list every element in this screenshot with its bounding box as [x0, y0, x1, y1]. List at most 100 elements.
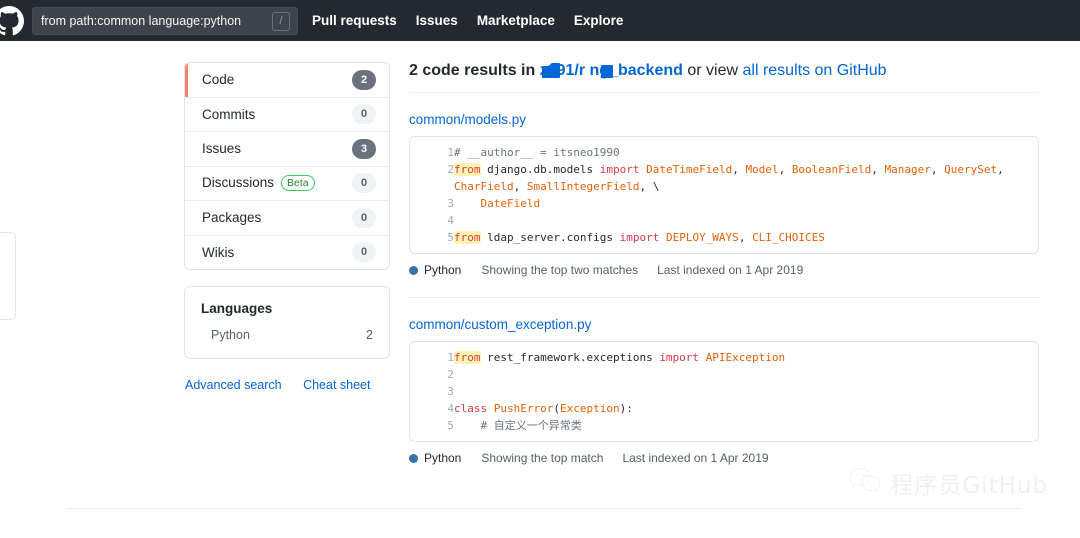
code-token: SmallIntegerField: [526, 180, 640, 193]
search-results-main: 2 code results in z991/r ng_backend or v…: [409, 62, 1039, 465]
match-highlight: from: [454, 163, 481, 176]
search-box[interactable]: /: [32, 6, 298, 35]
search-input[interactable]: [33, 8, 264, 33]
nav-link-explore[interactable]: Explore: [573, 13, 624, 28]
filter-count: 3: [352, 138, 376, 159]
code-token: ,: [732, 163, 746, 176]
code-token: CLI_CHOICES: [752, 231, 825, 244]
filter-label: Issues: [202, 141, 242, 157]
language-color-dot: [409, 265, 418, 275]
code-token: class: [454, 402, 488, 415]
code-token: Exception: [559, 402, 620, 415]
repository-name[interactable]: z991/r ng_backend: [540, 62, 688, 79]
filter-count: 0: [352, 242, 376, 263]
code-token: # 自定义一个异常类: [454, 419, 582, 432]
languages-title: Languages: [201, 301, 273, 316]
result-file-link[interactable]: common/custom_exception.py: [409, 317, 592, 332]
line-source: DateField: [454, 195, 1038, 212]
result-match-summary: Showing the top match: [481, 451, 604, 465]
code-line: 2: [410, 366, 1038, 383]
code-line: 5 # 自定义一个异常类: [410, 417, 1038, 434]
nav-link-issues[interactable]: Issues: [415, 13, 458, 28]
line-source: class PushError(Exception):: [454, 400, 1038, 417]
redaction-block-3: [600, 65, 613, 78]
code-line: 1# __author__ = itsneo1990: [410, 144, 1038, 161]
code-token: [659, 231, 666, 244]
line-number: 2: [447, 368, 454, 381]
code-token: DateField: [480, 197, 541, 210]
line-number: 1: [447, 351, 454, 364]
result-indexed-date: Last indexed on 1 Apr 2019: [657, 263, 804, 277]
cheat-sheet-link[interactable]: Cheat sheet: [303, 378, 371, 392]
match-highlight: from: [454, 231, 481, 244]
code-token: rest_framework.exceptions: [480, 351, 660, 364]
footer-divider: [66, 508, 1020, 509]
code-token: QuerySet: [944, 163, 998, 176]
line-source: from ldap_server.configs import DEPLOY_W…: [454, 229, 1038, 246]
code-token: [699, 351, 706, 364]
filter-label: Packages: [202, 210, 262, 226]
code-token: BooleanField: [791, 163, 872, 176]
result-file-link[interactable]: common/models.py: [409, 112, 527, 127]
language-name: Python: [211, 328, 250, 342]
code-token: [454, 197, 481, 210]
line-source: from django.db.models import DateTimeFie…: [454, 161, 1038, 195]
filter-label: Code: [202, 72, 235, 88]
code-token: import: [659, 351, 700, 364]
line-number: 2: [447, 163, 454, 176]
line-source: # 自定义一个异常类: [454, 417, 1038, 434]
filter-label: Wikis: [202, 244, 235, 260]
results-heading-middle: or view: [687, 62, 739, 79]
line-source: [454, 383, 1038, 400]
code-token: ,: [871, 163, 885, 176]
result-indexed-date: Last indexed on 1 Apr 2019: [622, 451, 769, 465]
result-language: Python: [424, 263, 462, 277]
filter-row-issues[interactable]: Issues 3: [185, 132, 389, 167]
search-shortcut-badge: /: [272, 11, 290, 31]
code-token: (: [553, 402, 560, 415]
line-source: from rest_framework.exceptions import AP…: [454, 349, 1038, 366]
line-source: [454, 366, 1038, 383]
languages-card: Languages Python 2: [184, 286, 390, 359]
results-list: common/models.py 1# __author__ = itsneo19…: [409, 112, 1039, 465]
github-mark-icon[interactable]: [0, 4, 26, 38]
line-number: 5: [447, 231, 454, 244]
code-line: 3: [410, 383, 1038, 400]
line-number: 3: [447, 197, 454, 210]
advanced-search-link[interactable]: Advanced search: [185, 378, 282, 392]
filter-row-wikis[interactable]: Wikis 0: [185, 236, 389, 270]
result-divider: [409, 297, 1039, 298]
filter-count: 0: [352, 173, 376, 194]
code-token: DateTimeField: [646, 163, 733, 176]
code-token: [487, 402, 494, 415]
code-token: import: [599, 163, 640, 176]
code-token: PushError: [493, 402, 554, 415]
line-number: 4: [447, 402, 454, 415]
result-language: Python: [424, 451, 462, 465]
search-result: common/models.py 1# __author__ = itsneo19…: [409, 112, 1039, 298]
offscreen-panel-edge: [0, 232, 16, 320]
code-token: Manager: [884, 163, 931, 176]
language-row[interactable]: Python 2: [201, 328, 373, 342]
code-line: 4: [410, 212, 1038, 229]
all-results-link[interactable]: all results on GitHub: [742, 62, 887, 79]
code-token: ):: [619, 402, 633, 415]
nav-link-pull-requests[interactable]: Pull requests: [312, 13, 397, 28]
selected-indicator: [185, 63, 188, 97]
nav-link-marketplace[interactable]: Marketplace: [476, 13, 555, 28]
beta-badge: Beta: [281, 175, 315, 192]
watermark: 程序员GitHub: [849, 466, 1048, 500]
language-count: 2: [366, 328, 373, 342]
